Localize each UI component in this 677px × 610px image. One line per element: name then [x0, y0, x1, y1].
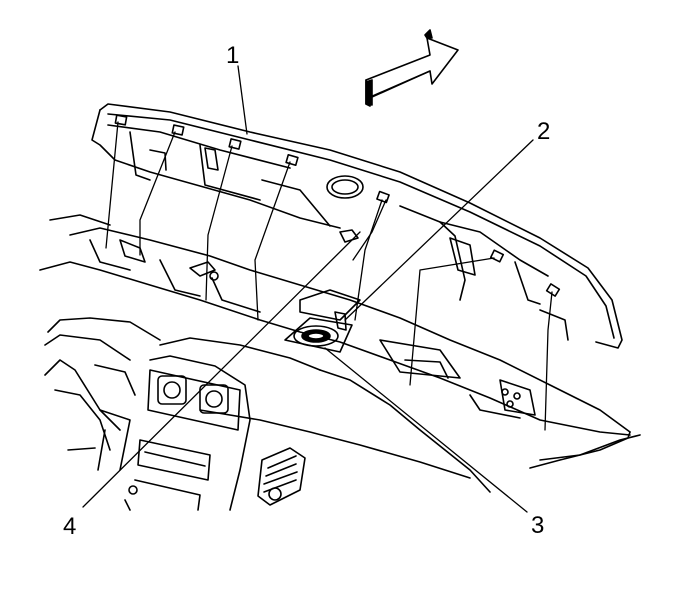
upper-trim-panel	[91, 103, 623, 349]
callout-2: 2	[537, 118, 551, 145]
direction-arrow-icon	[365, 29, 459, 107]
callout-1: 1	[226, 42, 240, 69]
callout-leader-lines	[82, 65, 534, 513]
alignment-lines	[105, 121, 553, 431]
callout-3: 3	[531, 512, 545, 539]
callout-4: 4	[63, 513, 77, 540]
speaker	[284, 311, 353, 353]
retainer-clips	[114, 114, 561, 297]
lower-instrument-panel	[44, 317, 641, 511]
